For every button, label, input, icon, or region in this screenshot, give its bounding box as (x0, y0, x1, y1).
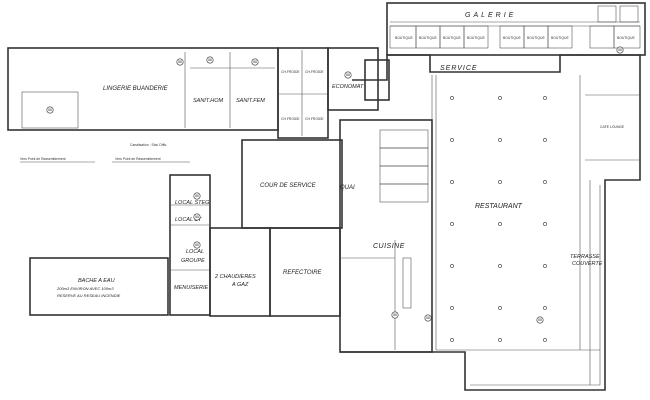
marker-m6: 88 (193, 192, 201, 200)
column-point (543, 264, 547, 268)
room-terrasse: TERRASSE COUVERTE (570, 254, 603, 267)
svg-text:CH.FROIDE: CH.FROIDE (281, 117, 300, 121)
svg-text:BOUTIQUE: BOUTIQUE (443, 36, 461, 40)
column-point (498, 222, 502, 226)
svg-text:88: 88 (48, 108, 52, 112)
column-point (498, 138, 502, 142)
column-point (450, 180, 454, 184)
restaurant-block: SERVICE RESTAURANT CAFE LOUNGE TERRASSE … (340, 54, 641, 391)
room-sanit-hom: SANIT.HOM (193, 98, 223, 104)
room-refectoire: REFECTOIRE (283, 270, 323, 276)
svg-text:88: 88 (538, 318, 542, 322)
svg-text:88: 88 (346, 73, 350, 77)
svg-text:88: 88 (208, 58, 212, 62)
note-vers-point-2: Vers Point de Rassemblement (115, 157, 161, 161)
room-lingerie: LINGERIE BUANDERIE (103, 86, 169, 92)
column-point (450, 264, 454, 268)
svg-text:88: 88 (426, 316, 430, 320)
marker-m12: 88 (616, 46, 624, 54)
room-chaudieres: 2 CHAUDIERES A GAZ (214, 274, 257, 288)
svg-text:88: 88 (253, 60, 257, 64)
svg-text:CH.FROIDE: CH.FROIDE (281, 70, 300, 74)
svg-text:BOUTIQUE: BOUTIQUE (503, 36, 521, 40)
marker-m10: 88 (391, 311, 399, 319)
svg-text:88: 88 (195, 243, 199, 247)
note-vers-point-1: Vers Point de Rassemblement (20, 157, 66, 161)
svg-text:88: 88 (393, 313, 397, 317)
svg-text:88: 88 (178, 60, 182, 64)
room-cuisine: CUISINE (373, 243, 405, 250)
marker-m2: 88 (176, 58, 184, 66)
marker-m7: 88 (193, 213, 201, 221)
water-tank: BACHE A EAU 200m3 ENVIRON AVEC 100m3 RES… (29, 257, 169, 316)
column-point (498, 96, 502, 100)
svg-text:88: 88 (195, 194, 199, 198)
svg-text:BOUTIQUE: BOUTIQUE (527, 36, 545, 40)
room-galerie: GALERIE (465, 12, 516, 19)
column-point (450, 138, 454, 142)
column-point (543, 222, 547, 226)
marker-m9: 88 (424, 314, 432, 322)
room-local-steg: LOCAL STEG (175, 200, 210, 206)
technical-block: COUR DE SERVICE LOCAL STEG LOCAL BT LOCA… (169, 139, 343, 317)
svg-text:BOUTIQUE: BOUTIQUE (395, 36, 413, 40)
kitchen-block: QUAI CUISINE (339, 119, 433, 353)
svg-text:CH.FROIDE: CH.FROIDE (305, 70, 324, 74)
svg-text:BOUTIQUE: BOUTIQUE (419, 36, 437, 40)
room-quai: QUAI (340, 185, 355, 191)
marker-m5: 88 (344, 71, 352, 79)
column-point (543, 338, 547, 342)
column-point (450, 338, 454, 342)
room-menuiserie: MENUISERIE (174, 285, 209, 291)
column-point (450, 306, 454, 310)
svg-text:BOUTIQUE: BOUTIQUE (617, 36, 635, 40)
column-point (450, 222, 454, 226)
note-canalisation: Canalisation : Stat. Diffs. (130, 143, 167, 147)
marker-m4: 88 (251, 58, 259, 66)
room-local-groupe: LOCAL GROUPE (181, 249, 205, 264)
svg-text:BOUTIQUE: BOUTIQUE (467, 36, 485, 40)
marker-m3: 88 (206, 56, 214, 64)
column-point (543, 96, 547, 100)
galerie-block: BOUTIQUE BOUTIQUE BOUTIQUE BOUTIQUE BOUT… (386, 2, 646, 56)
column-point (543, 306, 547, 310)
column-point (498, 180, 502, 184)
marker-m1: 88 (46, 106, 54, 114)
column-grid (450, 96, 547, 342)
room-economat: ECONOMAT (332, 84, 364, 90)
svg-text:88: 88 (618, 48, 622, 52)
room-sanit-fem: SANIT.FEM (236, 98, 265, 104)
room-cafe: CAFE LOUNGE (600, 125, 625, 129)
room-service: SERVICE (440, 65, 478, 72)
svg-text:CH.FROIDE: CH.FROIDE (305, 117, 324, 121)
column-point (450, 96, 454, 100)
column-point (543, 180, 547, 184)
marker-layer: 88 88 88 88 88 88 88 88 88 88 88 88 (46, 46, 624, 324)
column-point (498, 264, 502, 268)
svg-text:88: 88 (195, 215, 199, 219)
svg-text:BOUTIQUE: BOUTIQUE (551, 36, 569, 40)
room-bache: BACHE A EAU 200m3 ENVIRON AVEC 100m3 RES… (56, 278, 121, 298)
marker-m11: 88 (536, 316, 544, 324)
north-wing: CH.FROIDE CH.FROIDE CH.FROIDE CH.FROIDE … (7, 47, 390, 163)
column-point (498, 306, 502, 310)
room-local-bt: LOCAL BT (175, 217, 202, 223)
room-restaurant: RESTAURANT (475, 203, 523, 210)
column-point (498, 338, 502, 342)
column-point (543, 138, 547, 142)
room-cour-de-service: COUR DE SERVICE (260, 183, 317, 189)
marker-m8: 88 (193, 241, 201, 249)
